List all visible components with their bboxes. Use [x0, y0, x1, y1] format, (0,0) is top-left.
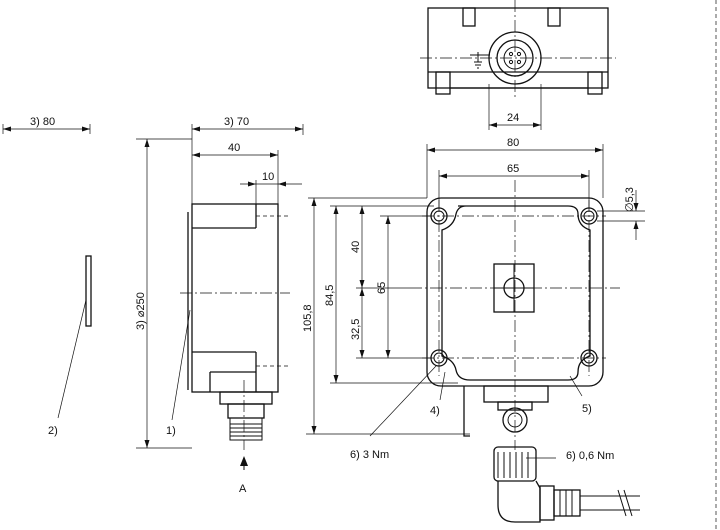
- dim-10-label: 10: [262, 171, 274, 183]
- dim-24-label: 24: [507, 112, 519, 124]
- torque-housing-label: 6) 3 Nm: [350, 449, 389, 461]
- dim-40-vertical-label: 40: [350, 241, 362, 253]
- callout-1-label: 1): [166, 425, 176, 437]
- dim-32-5-label: 32,5: [350, 319, 362, 340]
- dim-5-3-label: ∅5,3: [624, 187, 636, 212]
- view-arrow-label: A: [239, 483, 247, 495]
- dim-65-vertical-label: 65: [376, 282, 388, 294]
- dim-80-front-label: 80: [507, 137, 519, 149]
- target-plate: 3) 80 2): [2, 116, 92, 437]
- dim-70-label: 3) 70: [224, 116, 249, 128]
- dim-105-8-label: 105,8: [302, 304, 314, 332]
- dim-84-5-label: 84,5: [324, 285, 336, 306]
- callout-4-label: 4): [430, 405, 440, 417]
- side-view: 3) 70 40 10 3) ⌀250 1) A: [135, 116, 304, 495]
- dim-80-target-label: 3) 80: [30, 116, 55, 128]
- dim-65-horizontal-label: 65: [507, 163, 519, 175]
- dim-40-label: 40: [228, 142, 240, 154]
- front-view: 80 65 ∅5,3 40 32,5: [302, 137, 645, 523]
- torque-connector-label: 6) 0,6 Nm: [566, 450, 614, 462]
- dim-250-label: 3) ⌀250: [135, 292, 147, 330]
- callout-2-label: 2): [48, 425, 58, 437]
- callout-5-label: 5): [582, 403, 592, 415]
- top-view: 24: [420, 0, 616, 130]
